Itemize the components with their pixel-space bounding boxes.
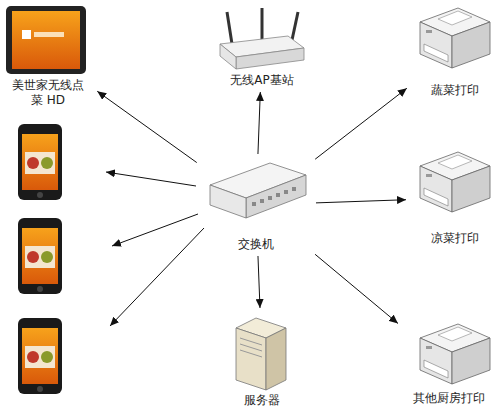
port (292, 187, 296, 191)
server-front (236, 328, 266, 390)
drive-bay (240, 344, 262, 351)
tablet-screen (12, 11, 80, 69)
tablet-body (6, 6, 86, 74)
device-node: 美世家无线点 菜 HD (2, 4, 94, 108)
device-label: 凉菜打印 (431, 231, 479, 246)
device-node: 服务器 (220, 312, 304, 408)
ap-side (220, 44, 236, 69)
printer (420, 324, 490, 384)
switch-front (246, 175, 306, 218)
device-node: 蔬菜打印 (410, 4, 500, 98)
device-label: 美世家无线点 菜 HD (10, 78, 86, 108)
switch-side (210, 185, 246, 218)
device-node: 凉菜打印 (410, 150, 500, 246)
connector-arrow (258, 256, 260, 308)
drive-bay (240, 350, 262, 357)
phone (18, 124, 62, 200)
connector-arrow (316, 200, 406, 203)
port (276, 193, 280, 197)
printer (420, 8, 490, 68)
antenna (261, 8, 264, 40)
device-label: 无线AP基站 (230, 73, 293, 88)
app-banner (34, 32, 64, 37)
antenna (227, 12, 232, 44)
port (284, 190, 288, 194)
arrow (112, 214, 198, 246)
arrow (106, 172, 196, 186)
printer (420, 152, 490, 212)
app-logo (22, 30, 31, 39)
device-node: 其他厨房打印 (398, 326, 500, 406)
port (268, 196, 272, 200)
device-label: 蔬菜打印 (431, 83, 479, 98)
connector-arrow (97, 91, 196, 162)
connector-arrow (315, 88, 407, 159)
device-label: 服务器 (244, 393, 280, 408)
server-side (266, 328, 286, 390)
antenna (292, 12, 298, 40)
phone (18, 218, 62, 294)
device-label: 交换机 (238, 237, 274, 252)
arrow (110, 228, 204, 326)
port (260, 199, 264, 203)
device-node: 无线AP基站 (212, 8, 312, 88)
connector-arrow (315, 254, 398, 323)
device-label: 其他厨房打印 (413, 391, 485, 406)
device-node: 交换机 (200, 158, 312, 252)
switch-ports (252, 187, 296, 206)
drive-bay (240, 338, 262, 345)
ap-front (236, 48, 304, 69)
phone (18, 318, 62, 394)
port (252, 202, 256, 206)
connector-arrow (258, 92, 260, 154)
